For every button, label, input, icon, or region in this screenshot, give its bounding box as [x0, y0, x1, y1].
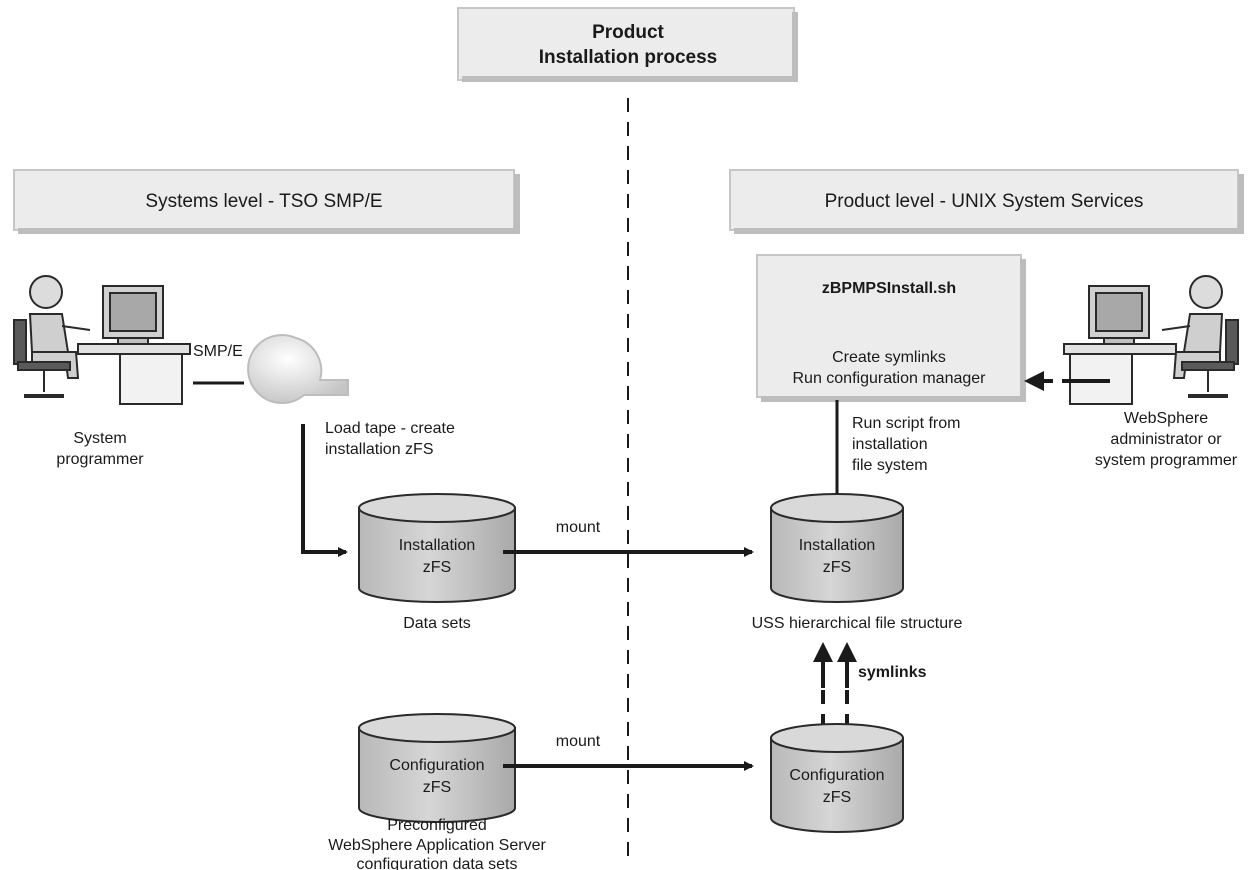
right-installation-line-1: Installation: [799, 537, 876, 554]
systems-level-header: Systems level - TSO SMP/E: [13, 169, 520, 234]
left-configuration-line-2: zFS: [423, 779, 451, 796]
right-installation-cylinder: Installation zFS: [770, 493, 904, 603]
system-programmer-icon: [13, 275, 191, 405]
preconfigured-caption-3: configuration data sets: [357, 856, 518, 870]
mount-top-label: mount: [556, 519, 601, 536]
right-configuration-line-1: Configuration: [789, 767, 884, 784]
script-action-1: Create symlinks: [832, 349, 946, 366]
right-configuration-cylinder: Configuration zFS: [770, 723, 904, 833]
websphere-admin-line-3: system programmer: [1095, 452, 1238, 469]
data-sets-caption: Data sets: [403, 615, 471, 632]
right-configuration-line-2: zFS: [823, 789, 851, 806]
run-script-line-1: Run script from: [852, 415, 960, 432]
preconfigured-caption-2: WebSphere Application Server: [328, 837, 546, 854]
product-level-header: Product level - UNIX System Services: [729, 169, 1244, 234]
title-box: Product Installation process: [457, 7, 798, 82]
product-level-label: Product level - UNIX System Services: [825, 191, 1144, 212]
systems-level-label: Systems level - TSO SMP/E: [145, 191, 382, 212]
run-script-line-2: installation: [852, 436, 928, 453]
left-installation-line-2: zFS: [423, 559, 451, 576]
script-box: zBPMPSInstall.sh Create symlinks Run con…: [756, 254, 1026, 402]
left-configuration-cylinder: Configuration zFS: [358, 713, 516, 823]
script-name: zBPMPSInstall.sh: [822, 280, 956, 297]
admin-to-script-arrowhead: [1024, 371, 1044, 391]
tape-to-install-connector: [301, 424, 348, 557]
run-script-line-3: file system: [852, 457, 928, 474]
smpe-label: SMP/E: [193, 343, 243, 360]
system-programmer-line-2: programmer: [56, 451, 144, 468]
symlinks-label: symlinks: [858, 664, 927, 681]
preconfigured-caption-1: Preconfigured: [387, 817, 487, 834]
symlinks-arrows: [813, 642, 857, 728]
load-tape-line-2: installation zFS: [325, 441, 434, 458]
websphere-administrator-icon: [1063, 275, 1239, 405]
load-tape-line-1: Load tape - create: [325, 420, 455, 437]
right-installation-line-2: zFS: [823, 559, 851, 576]
script-action-2: Run configuration manager: [792, 370, 986, 387]
left-installation-cylinder: Installation zFS: [358, 493, 516, 603]
websphere-admin-line-1: WebSphere: [1124, 410, 1208, 427]
title-line-2: Installation process: [539, 47, 717, 68]
uss-caption: USS hierarchical file structure: [752, 615, 963, 632]
title-line-1: Product: [592, 22, 664, 43]
left-installation-line-1: Installation: [399, 537, 476, 554]
mount-bottom-label: mount: [556, 733, 601, 750]
left-configuration-line-1: Configuration: [389, 757, 484, 774]
system-programmer-line-1: System: [73, 430, 126, 447]
websphere-admin-line-2: administrator or: [1110, 431, 1222, 448]
tape-icon: [247, 334, 349, 405]
